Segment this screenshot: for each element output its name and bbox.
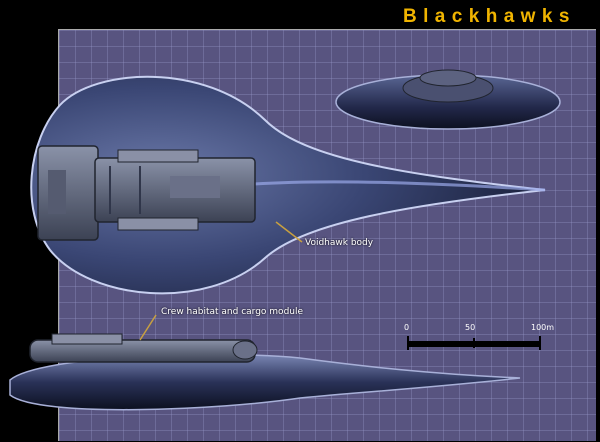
body-pointer-line bbox=[275, 221, 303, 243]
crew-module-label: Crew habitat and cargo module bbox=[161, 307, 304, 317]
diagram-title: Blackhawks bbox=[403, 6, 576, 27]
ship-side-view bbox=[9, 333, 521, 411]
crew-module-top bbox=[37, 145, 256, 241]
voidhawk-body-label: Voidhawk body bbox=[305, 238, 374, 248]
ship-front-view bbox=[335, 69, 561, 130]
scale-bar bbox=[407, 336, 541, 350]
voidhawk-body-top bbox=[30, 75, 546, 295]
module-pointer-line bbox=[139, 314, 157, 341]
scale-tick-100m: 100m bbox=[531, 323, 555, 332]
ship-top-view bbox=[30, 75, 546, 295]
voidhawk-body-side bbox=[9, 353, 521, 411]
scale-tick-0: 0 bbox=[404, 323, 410, 332]
scale-tick-50: 50 bbox=[465, 323, 476, 332]
crew-module-side bbox=[29, 333, 258, 363]
